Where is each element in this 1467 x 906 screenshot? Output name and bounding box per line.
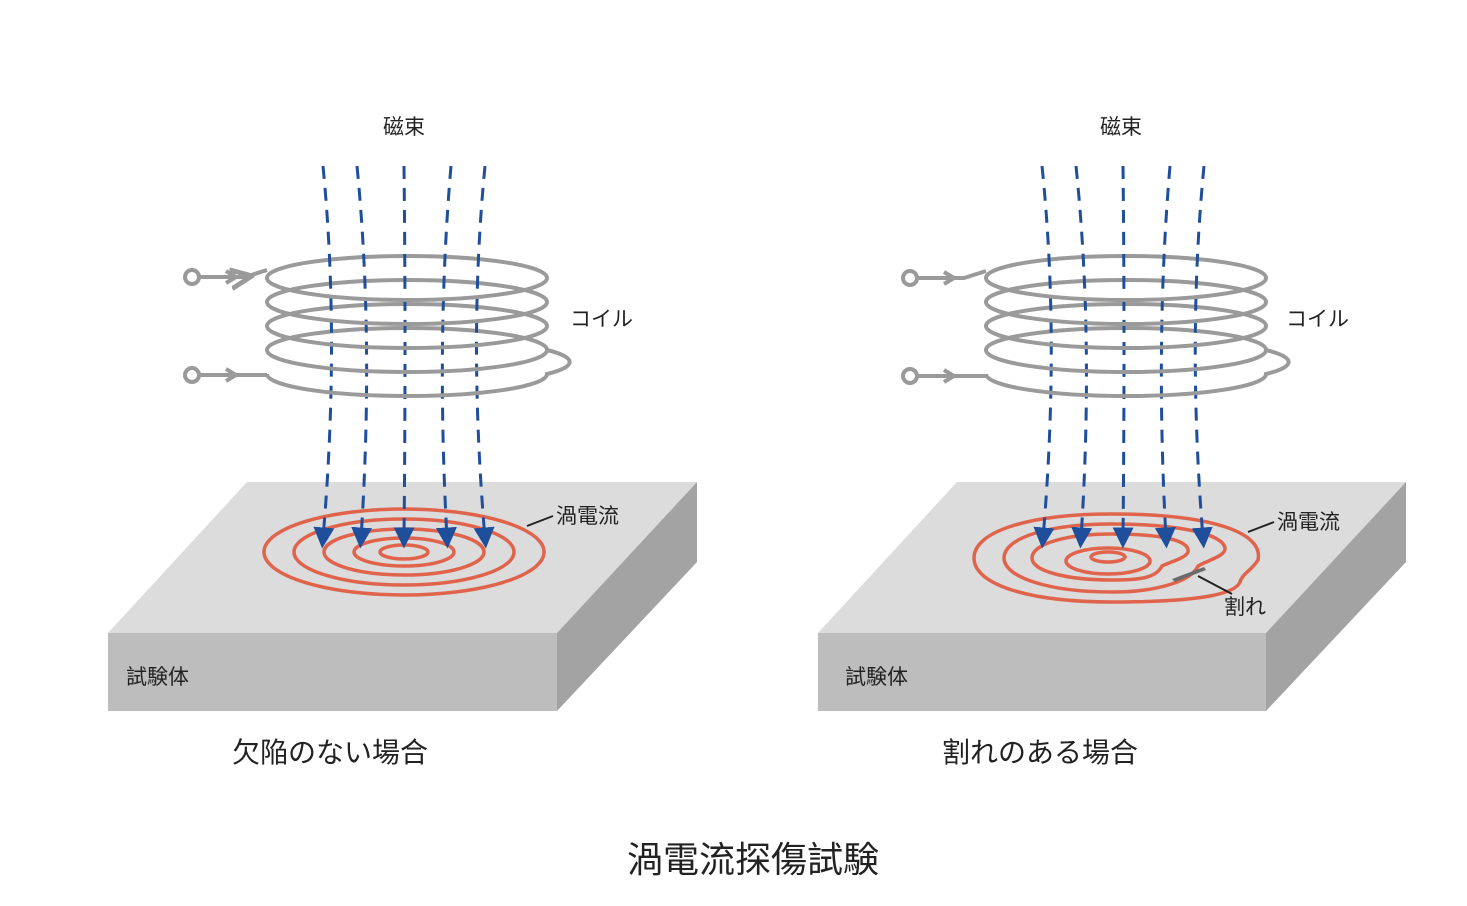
flux-label: 磁束 xyxy=(383,115,425,139)
crack-label-leader xyxy=(1197,575,1233,595)
lead-terminal xyxy=(183,268,201,286)
coil-leads xyxy=(901,269,987,385)
coil-label: コイル xyxy=(570,307,633,331)
specimen-top-face xyxy=(818,482,1406,633)
specimen-front-face xyxy=(108,633,557,711)
coil-label: コイル xyxy=(1286,307,1349,331)
panel-with-crack: 磁束 コイル 渦電流 割れ 試験体 割れのある場合 xyxy=(818,115,1406,769)
eddy-ring xyxy=(972,512,1261,604)
lead-terminal xyxy=(183,366,201,384)
eddy-ring xyxy=(262,507,546,597)
eddy-label-leader xyxy=(1247,521,1275,533)
lead-terminal xyxy=(901,367,919,385)
coil-front xyxy=(265,277,572,398)
flux-label: 磁束 xyxy=(1100,115,1142,139)
eddy-current-label: 渦電流 xyxy=(556,504,619,528)
eddy-ring xyxy=(1002,522,1227,594)
coil-leads xyxy=(183,268,268,384)
crack-label: 割れ xyxy=(1224,595,1266,619)
flux-line xyxy=(393,165,415,549)
lead-terminal xyxy=(901,269,919,287)
diagram-title: 渦電流探傷試験 xyxy=(627,840,879,881)
specimen-side-face xyxy=(1266,482,1406,711)
specimen-label: 試験体 xyxy=(845,665,908,689)
coil-back xyxy=(984,254,1268,351)
crack-mark xyxy=(1172,567,1206,582)
coil-front xyxy=(984,277,1291,398)
panel-caption: 割れのある場合 xyxy=(942,736,1138,769)
eddy-current-rings xyxy=(972,512,1261,604)
eddy-label-leader xyxy=(526,515,554,527)
eddy-ring xyxy=(1064,546,1152,576)
eddy-ring xyxy=(1089,550,1127,564)
eddy-current-label: 渦電流 xyxy=(1277,510,1340,534)
flux-line xyxy=(1112,165,1134,549)
specimen-block xyxy=(818,482,1406,711)
eddy-ring xyxy=(1030,532,1190,582)
specimen-front-face xyxy=(818,633,1266,711)
specimen-side-face xyxy=(557,482,697,711)
panel-no-defect: 磁束 コイル 渦電流 試験体 欠陥のない場合 xyxy=(108,115,697,769)
panel-caption: 欠陥のない場合 xyxy=(232,736,428,769)
coil-back xyxy=(265,254,549,351)
specimen-label: 試験体 xyxy=(126,665,189,689)
